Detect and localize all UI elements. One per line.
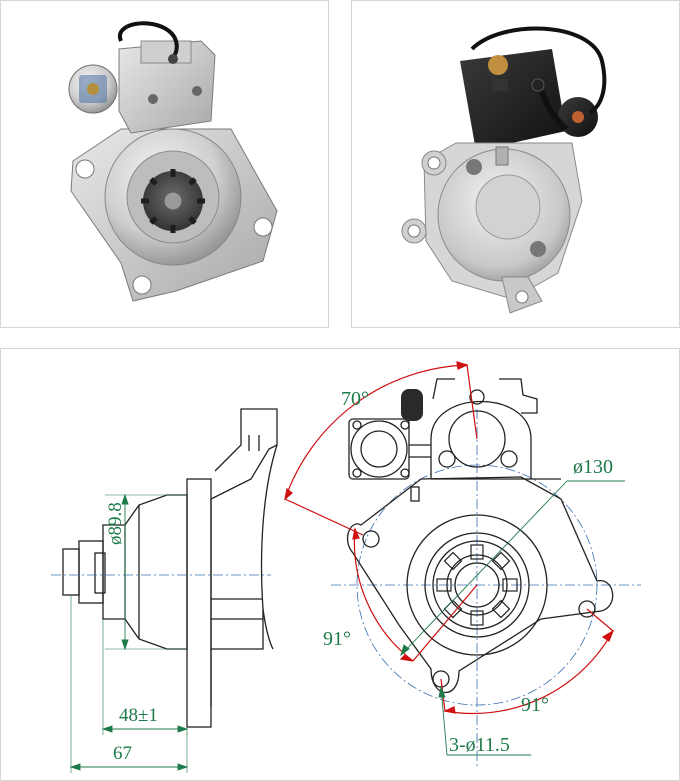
mount-hole-icon: [132, 275, 152, 295]
flange-diameter-leader: [400, 480, 625, 657]
angle-top-label: 70°: [341, 388, 369, 410]
starter-rear-photo: [401, 26, 607, 314]
starter-front-photo: [68, 21, 278, 302]
photo-rear-view: [351, 0, 680, 328]
total-length-dimension: [69, 595, 189, 773]
wire-icon: [117, 21, 179, 61]
holes-label: 3-ø11.5: [449, 734, 510, 756]
front-view: [346, 378, 614, 694]
photo-front-view: [0, 0, 329, 328]
wire-icon: [470, 26, 607, 115]
flange-diameter-label: ø130: [573, 456, 613, 478]
pilot-diameter-label: ø89.8: [105, 502, 126, 545]
pilot-length-label: 48±1: [119, 705, 158, 726]
dimension-drawing-svg: ø89.8 48±1 67: [51, 361, 641, 773]
angle-bottom-label: 91°: [521, 694, 549, 716]
mount-hole-icon: [75, 159, 95, 179]
mount-hole-icon: [362, 530, 380, 548]
side-view: [62, 408, 278, 728]
total-length-label: 67: [113, 743, 132, 764]
pilot-diameter-dimension: [105, 493, 187, 651]
mount-hole-icon: [578, 600, 596, 618]
angle-arcs: [284, 361, 615, 715]
angle-left-label: 91°: [323, 628, 351, 650]
bolt-icon: [466, 159, 482, 175]
mount-hole-icon: [253, 217, 273, 237]
bolt-icon: [530, 241, 546, 257]
holes-leader: [438, 685, 531, 756]
pilot-length-dimension: [101, 619, 189, 735]
technical-drawing: ø89.8 48±1 67: [0, 348, 680, 781]
terminal-cap-icon: [401, 389, 423, 421]
terminal-icon: [488, 55, 508, 75]
